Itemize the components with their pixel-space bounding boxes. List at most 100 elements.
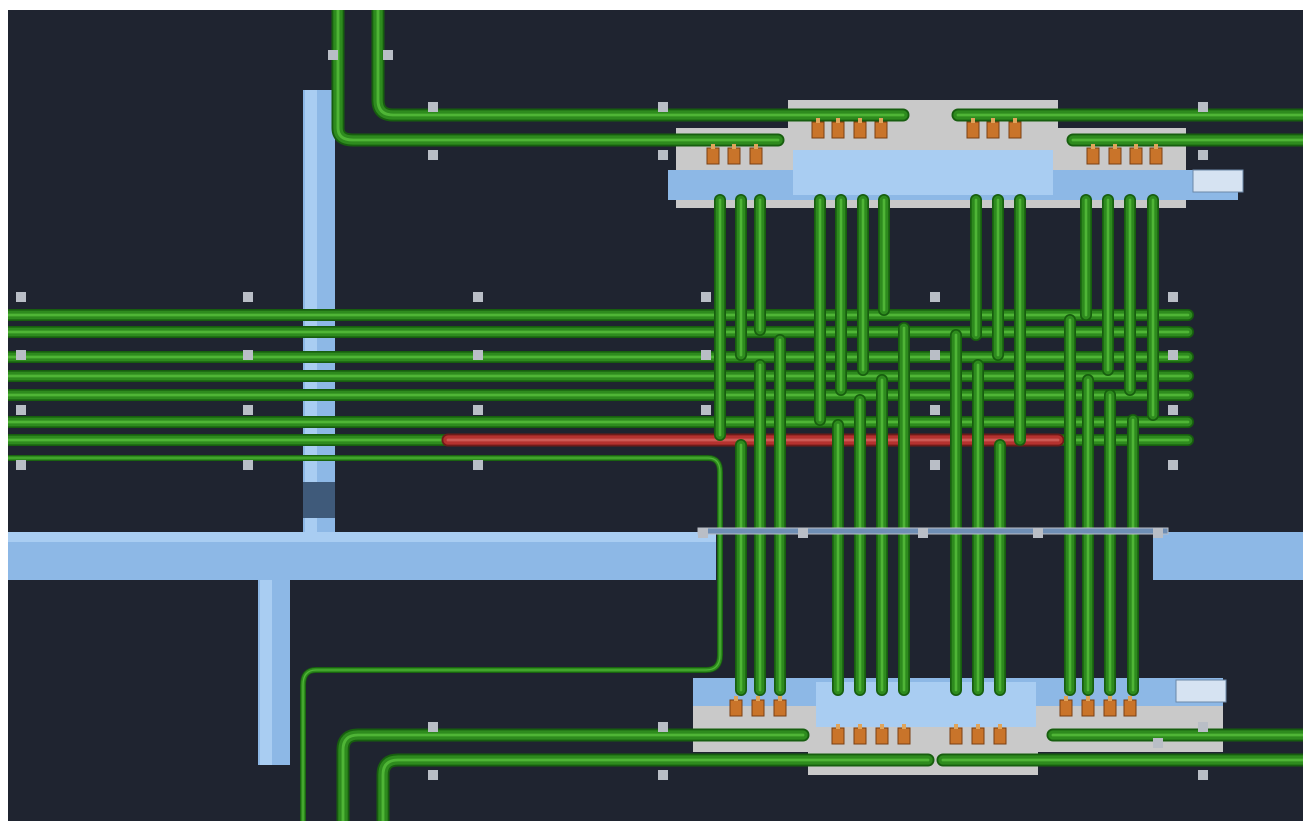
valve-handle-20 <box>1108 696 1112 701</box>
valve-9 <box>727 147 741 165</box>
valve-8 <box>706 147 720 165</box>
valve-12 <box>1108 147 1122 165</box>
valve-handle-19 <box>1086 696 1090 701</box>
pipe-support-16 <box>243 350 253 360</box>
valve-handle-4 <box>879 118 883 123</box>
horizontal-duct-left-highlight <box>8 532 716 542</box>
top-pipe-a[interactable] <box>331 10 785 147</box>
valve-handle-10 <box>754 144 758 149</box>
valve-25 <box>897 727 911 745</box>
valve-handle-28 <box>998 724 1002 729</box>
pipe-support-27 <box>16 460 26 470</box>
valve-23 <box>853 727 867 745</box>
pipe-support-21 <box>16 405 26 415</box>
top-pipe-b[interactable] <box>371 10 910 122</box>
valve-handle-11 <box>1091 144 1095 149</box>
valve-26 <box>949 727 963 745</box>
valve-15 <box>729 699 743 717</box>
pipe-support-12 <box>701 292 711 302</box>
valve-24 <box>875 727 889 745</box>
pipe-support-17 <box>473 350 483 360</box>
valve-22 <box>831 727 845 745</box>
model-viewport[interactable] <box>8 10 1303 821</box>
pipe-support-5 <box>658 102 668 112</box>
valve-18 <box>1059 699 1073 717</box>
valve-10 <box>749 147 763 165</box>
valve-11 <box>1086 147 1100 165</box>
pipe-support-11 <box>473 292 483 302</box>
bottom-vent-grille <box>1175 679 1227 703</box>
pipe-support-31 <box>1168 460 1178 470</box>
valve-4 <box>874 121 888 139</box>
top-manifold-duct-center <box>793 150 1053 195</box>
pipe-support-15 <box>16 350 26 360</box>
pipe-support-42 <box>1198 770 1208 780</box>
bottom-pipe-b[interactable] <box>376 753 935 821</box>
pipe-support-9 <box>16 292 26 302</box>
pipe-support-14 <box>1168 292 1178 302</box>
valve-2 <box>831 121 845 139</box>
pipe-support-18 <box>701 350 711 360</box>
valve-handle-17 <box>778 696 782 701</box>
valve-handle-27 <box>976 724 980 729</box>
support-rack-beam <box>697 527 1169 535</box>
valve-handle-13 <box>1134 144 1138 149</box>
valve-27 <box>971 727 985 745</box>
valve-handle-26 <box>954 724 958 729</box>
pipe-support-23 <box>473 405 483 415</box>
piping-scene[interactable] <box>8 10 1303 821</box>
pipe-support-40 <box>658 770 668 780</box>
pipe-support-29 <box>473 460 483 470</box>
valve-handle-5 <box>971 118 975 123</box>
thin-routing-pipe[interactable] <box>8 455 723 821</box>
pipe-support-35 <box>1033 528 1043 538</box>
pipe-support-1 <box>328 50 338 60</box>
valve-handle-3 <box>858 118 862 123</box>
valve-handle-15 <box>734 696 738 701</box>
valve-handle-2 <box>836 118 840 123</box>
pipe-support-10 <box>243 292 253 302</box>
valve-28 <box>993 727 1007 745</box>
valve-3 <box>853 121 867 139</box>
valve-14 <box>1149 147 1163 165</box>
valve-handle-7 <box>1013 118 1017 123</box>
pipe-support-36 <box>1153 528 1163 538</box>
pipe-support-7 <box>1198 102 1208 112</box>
pipe-support-32 <box>698 528 708 538</box>
pipe-support-20 <box>1168 350 1178 360</box>
valve-handle-22 <box>836 724 840 729</box>
valve-5 <box>966 121 980 139</box>
valve-handle-21 <box>1128 696 1132 701</box>
pipe-support-30 <box>930 460 940 470</box>
valve-handle-24 <box>880 724 884 729</box>
valve-13 <box>1129 147 1143 165</box>
pipe-support-25 <box>930 405 940 415</box>
pipe-support-33 <box>798 528 808 538</box>
pipe-support-13 <box>930 292 940 302</box>
valve-7 <box>1008 121 1022 139</box>
pipe-support-34 <box>918 528 928 538</box>
valve-16 <box>751 699 765 717</box>
valve-handle-25 <box>902 724 906 729</box>
pipe-support-24 <box>701 405 711 415</box>
pipe-support-41 <box>1198 722 1208 732</box>
pipe-support-3 <box>428 102 438 112</box>
valve-handle-16 <box>756 696 760 701</box>
valve-handle-12 <box>1113 144 1117 149</box>
pipe-support-39 <box>658 722 668 732</box>
valve-handle-18 <box>1064 696 1068 701</box>
valve-17 <box>773 699 787 717</box>
valve-handle-14 <box>1154 144 1158 149</box>
pipe-support-43 <box>1153 738 1163 748</box>
pipe-support-22 <box>243 405 253 415</box>
pipe-support-6 <box>658 150 668 160</box>
valve-handle-1 <box>816 118 820 123</box>
pipe-support-4 <box>428 150 438 160</box>
bottom-pipe-a[interactable] <box>336 728 810 821</box>
vertical-duct-shade <box>303 482 335 518</box>
pipe-support-28 <box>243 460 253 470</box>
valve-handle-8 <box>711 144 715 149</box>
valve-6 <box>986 121 1000 139</box>
pipe-support-2 <box>383 50 393 60</box>
valve-19 <box>1081 699 1095 717</box>
